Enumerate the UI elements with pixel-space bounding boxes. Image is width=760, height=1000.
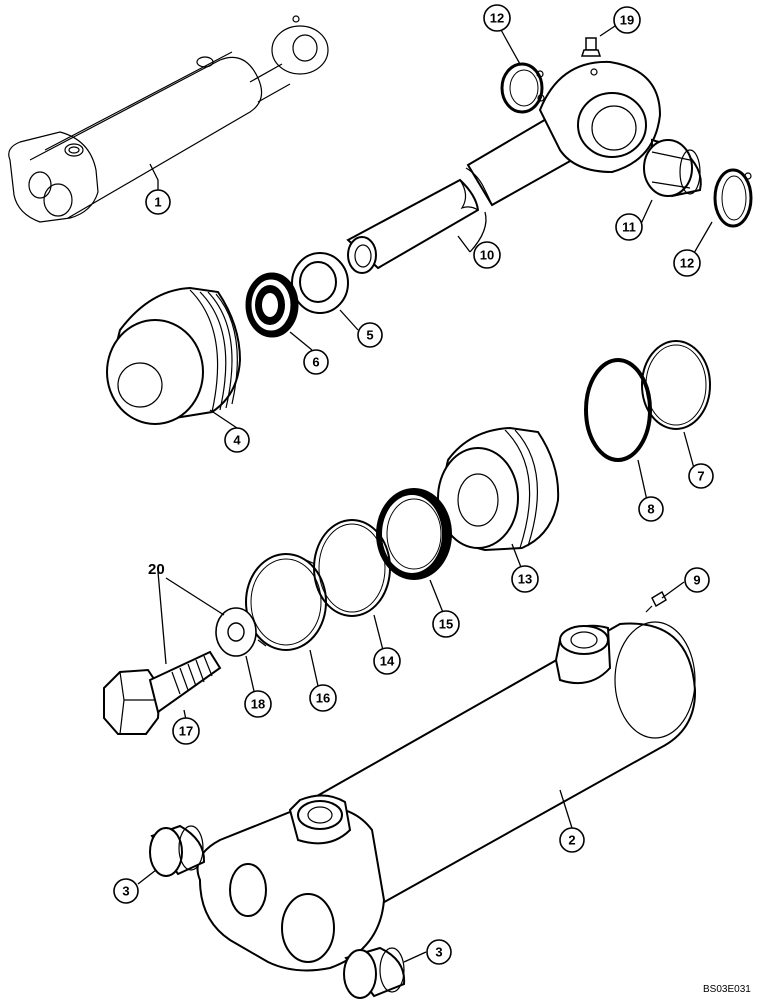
callout-5: 5 bbox=[357, 322, 383, 348]
svg-text:9: 9 bbox=[693, 573, 700, 588]
svg-text:8: 8 bbox=[647, 502, 654, 517]
callout-1: 1 bbox=[145, 189, 171, 215]
cylinder-barrel bbox=[196, 621, 697, 972]
svg-text:14: 14 bbox=[380, 654, 395, 669]
svg-text:6: 6 bbox=[312, 355, 319, 370]
callout-11: 11 bbox=[615, 213, 643, 241]
clevis-bushing-top bbox=[149, 824, 206, 877]
piston-rod bbox=[346, 60, 662, 274]
grease-fitting bbox=[580, 37, 602, 57]
svg-text:11: 11 bbox=[622, 220, 636, 235]
svg-text:15: 15 bbox=[439, 617, 453, 632]
svg-text:13: 13 bbox=[518, 572, 532, 587]
callout-14: 14 bbox=[373, 647, 401, 675]
callout-18: 18 bbox=[244, 690, 272, 718]
callout-3-bottom: 3 bbox=[426, 939, 452, 965]
bolt bbox=[103, 650, 222, 735]
svg-text:19: 19 bbox=[620, 13, 634, 28]
gland bbox=[106, 286, 242, 425]
piston-seal bbox=[376, 488, 452, 580]
callout-16: 16 bbox=[309, 684, 337, 712]
svg-text:10: 10 bbox=[480, 248, 494, 263]
washer bbox=[215, 607, 257, 657]
bushing bbox=[643, 138, 702, 198]
backup-ring bbox=[641, 340, 711, 430]
callout-12-right: 12 bbox=[673, 249, 701, 277]
retaining-ring-top bbox=[500, 62, 545, 114]
set-screw bbox=[645, 591, 667, 613]
svg-text:2: 2 bbox=[568, 833, 575, 848]
svg-text:12: 12 bbox=[680, 256, 694, 271]
svg-text:17: 17 bbox=[179, 724, 193, 739]
callout-10: 10 bbox=[473, 241, 501, 269]
reference-code: BS03E031 bbox=[703, 984, 751, 995]
retaining-ring-right bbox=[713, 168, 753, 228]
callout-8: 8 bbox=[638, 496, 664, 522]
callout-13: 13 bbox=[511, 565, 539, 593]
callout-20: 20 bbox=[148, 561, 165, 578]
callout-19: 19 bbox=[613, 6, 641, 34]
o-ring bbox=[584, 358, 652, 462]
svg-text:7: 7 bbox=[697, 469, 704, 484]
svg-text:20: 20 bbox=[148, 561, 165, 578]
callout-9: 9 bbox=[684, 567, 710, 593]
callout-6: 6 bbox=[303, 349, 329, 375]
callout-4: 4 bbox=[224, 427, 250, 453]
callout-3-top: 3 bbox=[113, 878, 139, 904]
clevis-bushing-bottom bbox=[343, 946, 406, 999]
assembled-cylinder bbox=[8, 15, 329, 223]
svg-text:5: 5 bbox=[366, 328, 373, 343]
svg-text:16: 16 bbox=[316, 691, 330, 706]
rod-seal bbox=[245, 272, 299, 338]
piston bbox=[436, 426, 560, 552]
callout-15: 15 bbox=[432, 610, 460, 638]
callout-12-top: 12 bbox=[483, 4, 511, 32]
svg-text:1: 1 bbox=[154, 195, 161, 210]
svg-text:18: 18 bbox=[251, 697, 265, 712]
wiper-ring bbox=[291, 252, 349, 314]
callout-2: 2 bbox=[559, 827, 585, 853]
svg-text:3: 3 bbox=[435, 945, 442, 960]
svg-text:12: 12 bbox=[490, 11, 504, 26]
callout-7: 7 bbox=[688, 463, 714, 489]
svg-text:4: 4 bbox=[233, 433, 241, 448]
svg-text:3: 3 bbox=[122, 884, 129, 899]
split-wear-ring bbox=[245, 553, 327, 651]
callout-17: 17 bbox=[172, 717, 200, 745]
